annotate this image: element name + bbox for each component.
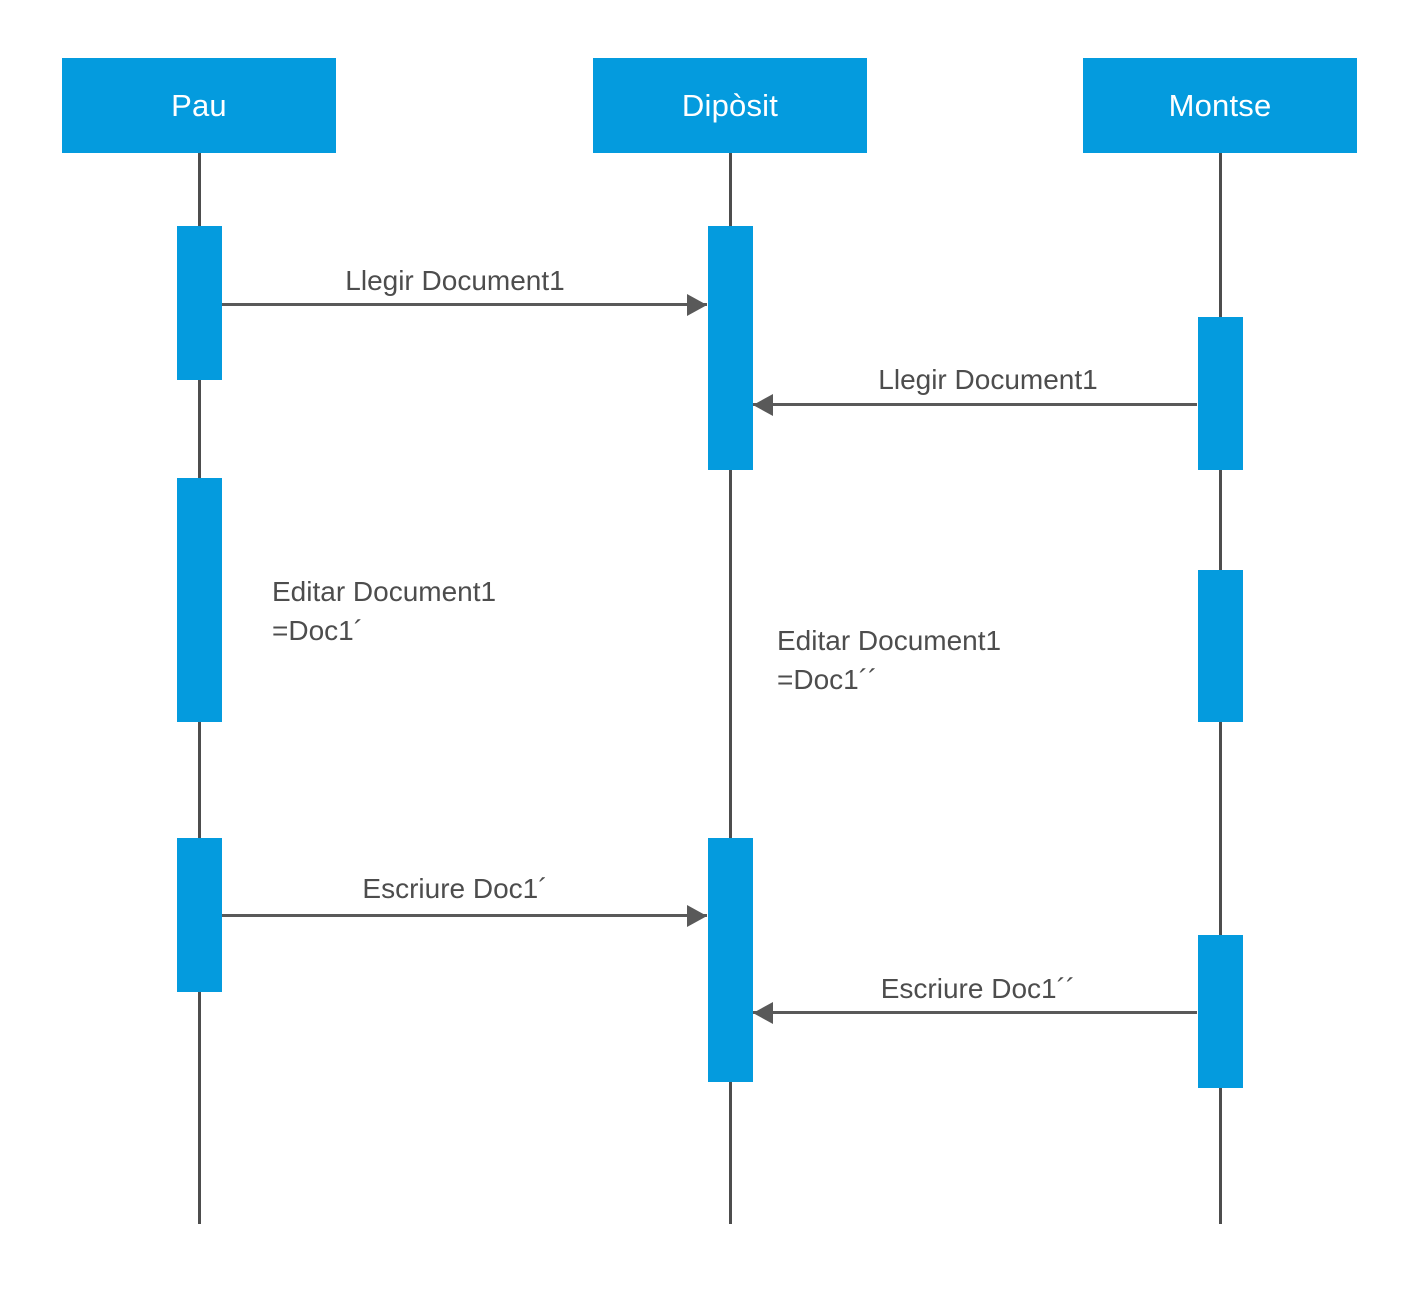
message-label-msg-1: Llegir Document1 xyxy=(345,265,565,296)
note-line-1: Editar Document1 xyxy=(272,576,497,607)
arrow-head-right-icon xyxy=(687,294,707,316)
activation-bar-montse xyxy=(1198,317,1243,470)
actor-label-diposit: Dipòsit xyxy=(681,87,779,123)
arrow-head-right-icon xyxy=(687,905,707,927)
message-line-msg-3[interactable] xyxy=(222,914,707,917)
activation-bar-montse xyxy=(1198,935,1243,1088)
activation-bar-diposit xyxy=(708,226,753,470)
message-line-msg-4[interactable] xyxy=(753,1011,1197,1014)
lifeline-diposit xyxy=(729,153,732,1224)
activation-bar-pau xyxy=(177,478,222,722)
actor-box-pau[interactable]: Pau xyxy=(62,58,336,153)
activation-bar-montse xyxy=(1198,570,1243,722)
note-note-1: Editar Document1 =Doc1´ xyxy=(272,573,496,650)
message-label-msg-2: Llegir Document1 xyxy=(878,364,1098,395)
actor-box-montse[interactable]: Montse xyxy=(1083,58,1357,153)
actor-box-diposit[interactable]: Dipòsit xyxy=(593,58,867,153)
arrow-head-left-icon xyxy=(753,1002,773,1024)
activation-bar-pau xyxy=(177,838,222,992)
activation-bar-diposit xyxy=(708,838,753,1082)
message-label-msg-4: Escriure Doc1´´ xyxy=(880,973,1076,1004)
note-line-1: Editar Document1 xyxy=(777,625,1002,656)
note-note-2: Editar Document1 =Doc1´´ xyxy=(777,622,1001,699)
message-label-msg-3: Escriure Doc1´ xyxy=(362,873,548,904)
activation-bar-pau xyxy=(177,226,222,380)
note-line-2: =Doc1´ xyxy=(272,614,364,646)
actor-label-pau: Pau xyxy=(171,87,227,123)
message-line-msg-1[interactable] xyxy=(222,303,707,306)
actor-label-montse: Montse xyxy=(1168,87,1272,123)
message-line-msg-2[interactable] xyxy=(753,403,1197,406)
arrow-head-left-icon xyxy=(753,394,773,416)
note-line-2: =Doc1´´ xyxy=(777,663,878,695)
